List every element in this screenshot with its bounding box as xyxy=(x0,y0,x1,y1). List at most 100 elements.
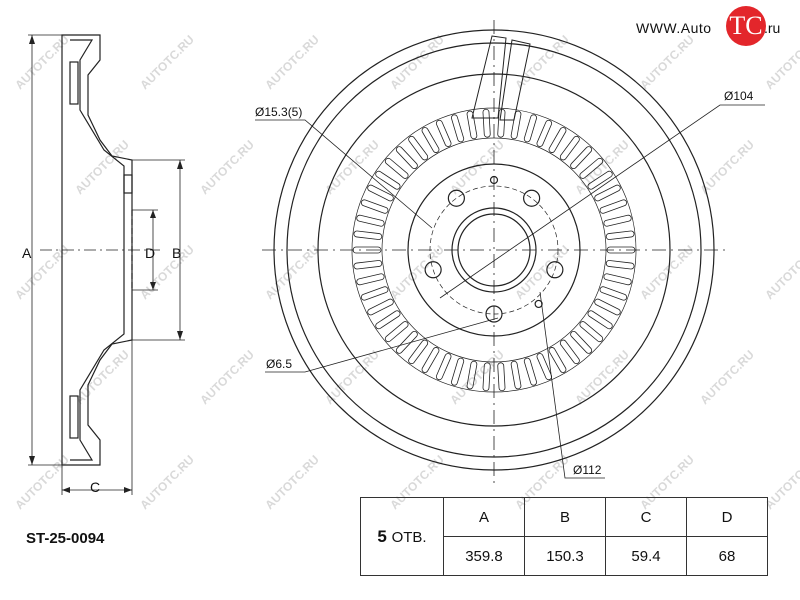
vent-slot xyxy=(603,273,632,286)
vent-slot xyxy=(548,347,567,373)
vent-slot xyxy=(497,362,506,392)
logo-ru-text: .ru xyxy=(764,20,781,36)
bolt-hole xyxy=(523,189,541,207)
vent-slot xyxy=(384,321,409,343)
vent-slot xyxy=(353,230,383,240)
callout-small-label: Ø6.5 xyxy=(266,357,292,371)
vent-slot xyxy=(367,298,394,316)
bolt-holes xyxy=(424,175,564,323)
spec-value-c: 59.4 xyxy=(605,536,687,576)
bolt-hole xyxy=(546,261,564,279)
outer-inner-circle xyxy=(286,42,702,458)
small-hole xyxy=(489,175,499,185)
dim-d-label: D xyxy=(145,245,155,261)
vent-slot xyxy=(599,286,628,301)
vent-slot xyxy=(435,353,452,381)
watermark-text: AUTOTC.RU xyxy=(572,137,632,197)
vent-outer-circle xyxy=(351,107,637,393)
watermark-text: AUTOTC.RU xyxy=(197,347,257,407)
spec-table: 5 ОТВ. A B C D 359.8 150.3 59.4 68 xyxy=(360,497,768,576)
vent-slot xyxy=(594,184,621,202)
vent-slot xyxy=(360,286,389,301)
spec-value-a: 359.8 xyxy=(443,536,525,576)
autotc-logo: WWW.Auto TC .ru xyxy=(636,6,786,50)
vent-slot xyxy=(353,260,383,270)
vent-slot xyxy=(510,110,522,140)
vent-slot xyxy=(384,157,409,179)
wear-slot xyxy=(471,35,531,121)
disc-front-view xyxy=(262,20,725,485)
watermark-text: AUTOTC.RU xyxy=(697,347,757,407)
bolt-pcd-circle xyxy=(429,185,559,315)
vent-slot xyxy=(482,362,491,392)
vent-slot xyxy=(548,127,567,153)
vent-slot xyxy=(352,246,382,254)
part-number: ST-25-0094 xyxy=(26,530,105,547)
vent-slot xyxy=(605,260,635,270)
vent-slot xyxy=(435,119,452,147)
vent-slot xyxy=(360,199,389,214)
vent-inner-circle xyxy=(381,137,607,363)
vent-slot xyxy=(421,347,440,373)
vent-slots xyxy=(352,108,636,392)
vent-slot xyxy=(395,330,418,354)
vent-slot xyxy=(579,157,604,179)
vent-slot xyxy=(570,146,593,170)
logo-tc-badge: TC xyxy=(726,6,766,46)
spec-value-d: 68 xyxy=(686,536,768,576)
vent-slot xyxy=(497,108,506,138)
vent-slot xyxy=(466,110,478,140)
hub-circle xyxy=(407,163,581,337)
vent-slot xyxy=(579,321,604,343)
center-bore-inner xyxy=(457,213,531,287)
callout-pcd-leader xyxy=(439,104,765,299)
watermark-text: AUTOTC.RU xyxy=(137,452,197,512)
holes-unit: ОТВ. xyxy=(391,528,427,546)
vent-slot xyxy=(587,310,613,330)
vent-slot xyxy=(482,108,491,138)
watermark-text: AUTOTC.RU xyxy=(137,32,197,92)
vent-slot xyxy=(395,146,418,170)
dim-a-label: A xyxy=(22,245,32,261)
vent-slot xyxy=(559,339,580,365)
watermark-text: AUTOTC.RU xyxy=(697,137,757,197)
bolt-hole xyxy=(485,305,503,323)
callout-hole-label: Ø15.3(5) xyxy=(255,105,302,119)
vent-slot xyxy=(603,214,632,227)
watermark-text: AUTOTC.RU xyxy=(637,242,697,302)
vent-slot xyxy=(367,184,394,202)
watermark-text: AUTOTC.RU xyxy=(387,242,447,302)
watermark-text: AUTOTC.RU xyxy=(12,32,72,92)
spec-header-c: C xyxy=(605,497,687,537)
vent-slot xyxy=(536,119,553,147)
vent-slot xyxy=(587,170,613,190)
watermark-text: AUTOTC.RU xyxy=(12,452,72,512)
spec-header-b: B xyxy=(524,497,606,537)
callout-hub-leader xyxy=(539,291,605,479)
callout-hub-label: Ø112 xyxy=(573,463,602,477)
holes-cell: 5 ОТВ. xyxy=(360,497,444,576)
spec-header-a: A xyxy=(443,497,525,537)
spec-header-d: D xyxy=(686,497,768,537)
vent-slot xyxy=(559,135,580,161)
vent-slot xyxy=(510,360,522,390)
vent-slot xyxy=(466,360,478,390)
watermark-text: AUTOTC.RU xyxy=(262,452,322,512)
side-vent-bottom xyxy=(69,395,79,439)
bolt-hole xyxy=(447,189,465,207)
spec-value-b: 150.3 xyxy=(524,536,606,576)
vent-slot xyxy=(605,230,635,240)
watermark-text: AUTOTC.RU xyxy=(762,242,800,302)
friction-ring-circle xyxy=(317,73,671,427)
dim-c-label: C xyxy=(90,479,100,495)
dim-b-label: B xyxy=(172,245,181,261)
vent-slot xyxy=(408,339,429,365)
small-hole xyxy=(534,299,543,309)
holes-count: 5 xyxy=(377,526,387,546)
watermark-text: AUTOTC.RU xyxy=(572,347,632,407)
watermark-text: AUTOTC.RU xyxy=(197,137,257,197)
watermark-text: AUTOTC.RU xyxy=(447,347,507,407)
disc-side-view xyxy=(28,34,185,495)
